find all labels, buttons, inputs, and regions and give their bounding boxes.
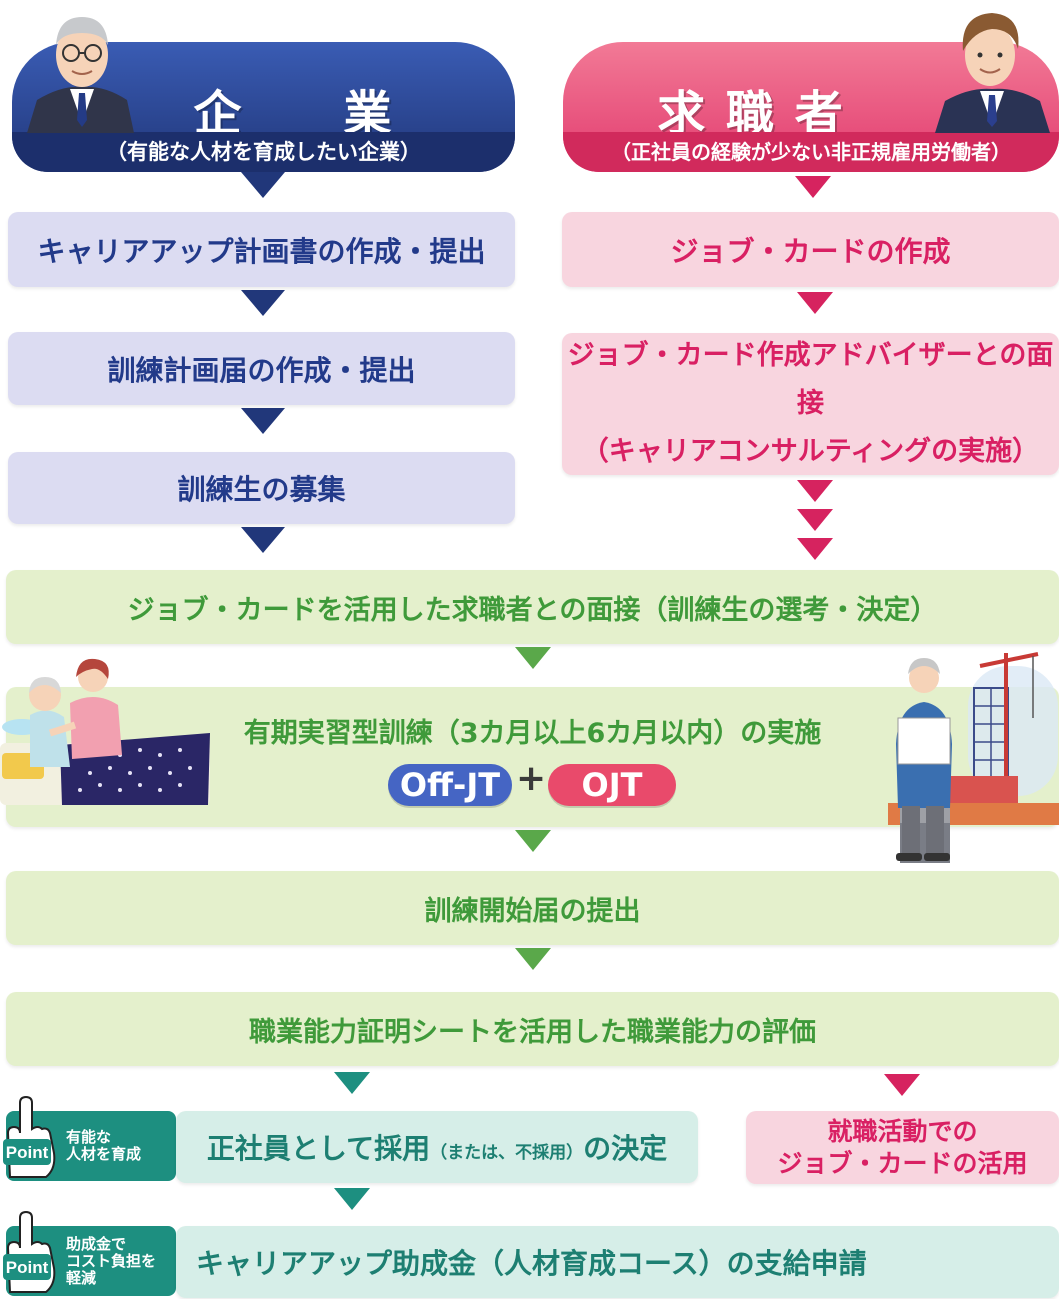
point-subsidy-line: コスト負担を <box>66 1251 157 1270</box>
arrow-down-icon <box>797 509 833 531</box>
training-implementation-label: 有期実習型訓練（3カ月以上6カ月以内）の実施 <box>243 718 822 749</box>
pointing-hand-icon: Point <box>3 1095 56 1178</box>
pointing-hand-icon: Point <box>3 1210 56 1293</box>
hire-decision-end: の決定 <box>583 1132 668 1165</box>
point-develop-line: 人材を育成 <box>66 1145 142 1163</box>
evaluation-label: 職業能力証明シートを活用した職業能力の評価 <box>249 1016 816 1048</box>
arrow-down-icon <box>884 1074 920 1096</box>
training-plan-step: 訓練計画届の作成・提出 <box>8 332 515 405</box>
off-jt-badge: Off-JT <box>388 764 512 806</box>
arrow-down-icon <box>515 647 551 669</box>
point-develop-line: 有能な <box>66 1128 112 1146</box>
hire-decision-main: 正社員として採用 <box>206 1132 431 1165</box>
job-hunting-step: 就職活動での ジョブ・カードの活用 <box>746 1111 1059 1184</box>
point-develop-text: 有能な 人材を育成 <box>66 1129 141 1163</box>
ojt-label: OJT <box>581 766 643 804</box>
point-label: Point <box>6 1143 49 1162</box>
recruit-trainee-step: 訓練生の募集 <box>8 452 515 524</box>
subsidy-application-step: キャリアアップ助成金（人材育成コース）の支給申請 <box>176 1226 1059 1298</box>
arrow-down-icon <box>334 1188 370 1210</box>
arrow-down-icon <box>515 830 551 852</box>
arrow-down-icon <box>241 290 285 316</box>
company-header: 企 業 （有能な人材を育成したい企業） <box>12 42 515 172</box>
arrow-down-icon <box>797 538 833 560</box>
businessman-icon <box>27 17 134 133</box>
arrow-down-icon <box>797 292 833 314</box>
job-hunting-line2: ジョブ・カードの活用 <box>777 1148 1028 1178</box>
start-notice-label: 訓練開始届の提出 <box>424 895 641 927</box>
plus-sign: + <box>516 758 547 799</box>
point-subsidy-line: 助成金で <box>66 1234 127 1253</box>
advisor-interview-step: ジョブ・カード作成アドバイザーとの面接 （キャリアコンサルティングの実施） <box>562 333 1059 475</box>
point-subsidy-text: 助成金で コスト負担を 軽減 <box>66 1234 157 1287</box>
arrow-down-icon <box>795 176 831 198</box>
career-plan-step: キャリアアップ計画書の作成・提出 <box>8 212 515 287</box>
point-subsidy-line: 軽減 <box>66 1268 97 1287</box>
caregiver-icon <box>0 658 210 805</box>
point-label: Point <box>6 1258 49 1277</box>
hire-decision-label: 正社員として採用（または、不採用）の決定 <box>207 1127 667 1167</box>
recruit-trainee-label: 訓練生の募集 <box>177 473 346 506</box>
arrow-down-icon <box>241 172 285 198</box>
arrow-down-icon <box>334 1072 370 1094</box>
hire-decision-small: （または、不採用） <box>430 1143 584 1163</box>
job-card-step: ジョブ・カードの作成 <box>562 212 1059 287</box>
evaluation-step: 職業能力証明シートを活用した職業能力の評価 <box>6 992 1059 1066</box>
job-card-label: ジョブ・カードの作成 <box>670 234 951 268</box>
arrow-down-icon <box>241 408 285 434</box>
arrow-down-icon <box>797 480 833 502</box>
jobseeker-header: 求 職 者 （正社員の経験が少ない非正規雇用労働者） <box>563 42 1059 172</box>
advisor-interview-label: ジョブ・カード作成アドバイザーとの面接 <box>567 340 1054 419</box>
training-plan-label: 訓練計画届の作成・提出 <box>107 353 416 387</box>
selection-interview-step: ジョブ・カードを活用した求職者との面接（訓練生の選考・決定） <box>6 570 1059 644</box>
company-subtitle: （有能な人材を育成したい企業） <box>12 132 515 172</box>
arrow-down-icon <box>515 948 551 970</box>
jobseeker-subtitle: （正社員の経験が少ない非正規雇用労働者） <box>563 132 1059 172</box>
engineer-icon <box>888 652 1059 863</box>
start-notice-step: 訓練開始届の提出 <box>6 871 1059 945</box>
career-plan-label: キャリアアップ計画書の作成・提出 <box>37 234 486 268</box>
career-consulting-label: （キャリアコンサルティングの実施） <box>581 436 1040 467</box>
young-man-icon <box>935 13 1050 133</box>
hire-decision-step: 正社員として採用（または、不採用）の決定 <box>176 1111 698 1183</box>
selection-interview-label: ジョブ・カードを活用した求職者との面接（訓練生の選考・決定） <box>127 594 938 626</box>
arrow-down-icon <box>241 527 285 553</box>
ojt-badge: OJT <box>548 764 676 806</box>
subsidy-application-label: キャリアアップ助成金（人材育成コース）の支給申請 <box>196 1247 867 1280</box>
off-jt-label: Off-JT <box>399 766 501 804</box>
job-hunting-line1: 就職活動での <box>827 1116 978 1146</box>
